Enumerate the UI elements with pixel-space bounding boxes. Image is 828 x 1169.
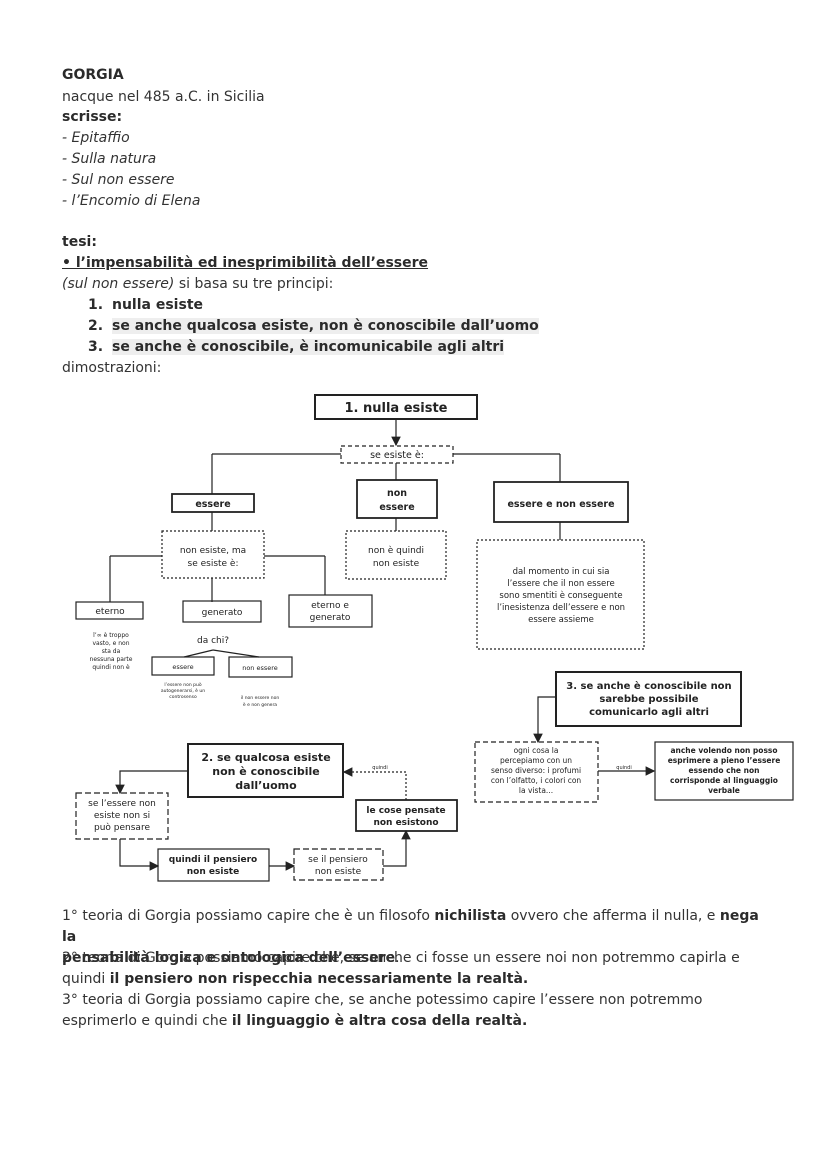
node-quindi-pensiero: non esiste <box>187 867 239 877</box>
thesis-label: tesi: <box>62 234 97 250</box>
node-dal-momento: l’essere che il non essere <box>507 579 615 589</box>
node-ogni-cosa: ogni cosa la <box>514 746 559 755</box>
thesis-title: • l’impensabilità ed inesprimibilità del… <box>62 255 429 271</box>
work-item: - Sulla natura <box>62 151 157 167</box>
node-se-lessere: se l’essere non <box>88 799 156 809</box>
node-da-chi: da chi? <box>197 636 229 646</box>
node-anche-volendo: corrisponde al linguaggio <box>670 776 778 785</box>
node-se-il-pensiero: non esiste <box>315 867 362 877</box>
concept-diagram: 1. nulla esiste se esiste è: essere non … <box>75 394 794 882</box>
node-se-lessere: può pensare <box>94 822 150 833</box>
node-non-essere-small: non essere <box>242 664 278 672</box>
node-quindi-pensiero: quindi il pensiero <box>169 855 257 865</box>
node-essere: essere <box>195 499 230 510</box>
node-cose-pensate: le cose pensate <box>366 806 445 816</box>
node-cose-pensate: non esistono <box>373 818 438 828</box>
conclusion-1: 1° teoria di Gorgia possiamo capire che … <box>62 908 759 966</box>
note-essere: autogenerarsi, è un <box>161 687 205 694</box>
note-essere: controsenso <box>169 694 197 700</box>
thesis-source: (sul non essere) <box>62 276 175 292</box>
node-se-esiste: se esiste è: <box>370 450 424 461</box>
node-ogni-cosa: senso diverso: i profumi <box>491 766 581 775</box>
node-ogni-cosa: percepiamo con un <box>500 756 572 765</box>
node-se-qualcosa-esiste: dall’uomo <box>235 779 297 792</box>
node-se-qualcosa-esiste: 2. se qualcosa esiste <box>201 751 330 764</box>
demonstrations-label: dimostrazioni: <box>62 360 162 376</box>
node-dal-momento: dal momento in cui sia <box>513 567 610 577</box>
node-ogni-cosa: la vista... <box>519 786 553 795</box>
node-anche-volendo: anche volendo non posso <box>670 746 777 755</box>
node-ogni-cosa: con l’olfatto, i colori con <box>491 776 582 785</box>
node-se-anche-conoscibile: sarebbe possibile <box>599 694 698 705</box>
page-title: GORGIA <box>62 67 124 83</box>
note-troppo-vasto: l’∞ è troppo <box>93 632 129 639</box>
node-non-e-quindi: non esiste <box>373 559 420 569</box>
node-generato: generato <box>202 608 243 618</box>
node-se-il-pensiero: se il pensiero <box>308 855 368 865</box>
node-se-anche-conoscibile: comunicarlo agli altri <box>589 707 709 718</box>
conclusion-3: 3° teoria di Gorgia possiamo capire che,… <box>62 992 703 1029</box>
principle-1: 1.nulla esiste <box>88 297 203 313</box>
node-se-qualcosa-esiste: non è conoscibile <box>212 765 320 778</box>
work-item: - Sul non essere <box>62 172 175 188</box>
wrote-label: scrisse: <box>62 109 123 125</box>
node-non-e-quindi: non è quindi <box>368 545 424 556</box>
label-quindi: quindi <box>372 765 387 771</box>
node-eterno-e-generato: generato <box>310 613 351 623</box>
node-eterno: eterno <box>95 607 125 617</box>
thesis-intro: (sul non essere) si basa su tre principi… <box>62 274 333 295</box>
node-anche-volendo: esprimere a pieno l’essere <box>668 756 781 765</box>
node-anche-volendo: verbale <box>708 786 740 795</box>
node-nulla-esiste: 1. nulla esiste <box>344 401 447 416</box>
node-dal-momento: essere assieme <box>528 615 594 625</box>
node-anche-volendo: essendo che non <box>689 766 760 775</box>
conclusion-2: 2° teoria di Gorgia possiamo capire che,… <box>62 950 740 987</box>
work-item: - l’Encomio di Elena <box>62 193 201 209</box>
note-troppo-vasto: nessuna parte <box>90 656 133 663</box>
note-non-essere: è e non genera <box>243 701 277 708</box>
node-non-esiste-ma: non esiste, ma <box>180 546 246 556</box>
node-eterno-e-generato: eterno e <box>311 601 349 611</box>
node-non-essere: non <box>387 488 407 499</box>
node-non-essere: essere <box>379 502 414 513</box>
node-essere-e-non-essere: essere e non essere <box>507 499 614 510</box>
thesis-intro-rest: si basa su tre principi: <box>174 276 334 292</box>
node-dal-momento: sono smentiti è conseguente <box>499 590 622 601</box>
node-essere-small: essere <box>172 663 193 671</box>
principle-2: 2.se anche qualcosa esiste, non è conosc… <box>88 318 539 334</box>
note-troppo-vasto: vasto, e non <box>92 640 129 647</box>
note-essere: l’essere non può <box>164 681 201 688</box>
note-troppo-vasto: sta da <box>102 648 121 655</box>
node-dal-momento: l’inesistenza dell’essere e non <box>497 603 625 613</box>
birth-info: nacque nel 485 a.C. in Sicilia <box>62 89 265 105</box>
node-se-lessere: esiste non si <box>94 811 150 821</box>
work-item: - Epitaffio <box>62 130 130 146</box>
node-non-esiste-ma: se esiste è: <box>188 558 239 569</box>
principle-3: 3.se anche è conoscibile, è incomunicabi… <box>88 339 505 355</box>
note-non-essere: il non essere non <box>241 695 280 701</box>
note-troppo-vasto: quindi non è <box>92 664 130 671</box>
label-quindi: quindi <box>616 765 631 771</box>
node-se-anche-conoscibile: 3. se anche è conoscibile non <box>566 680 731 692</box>
